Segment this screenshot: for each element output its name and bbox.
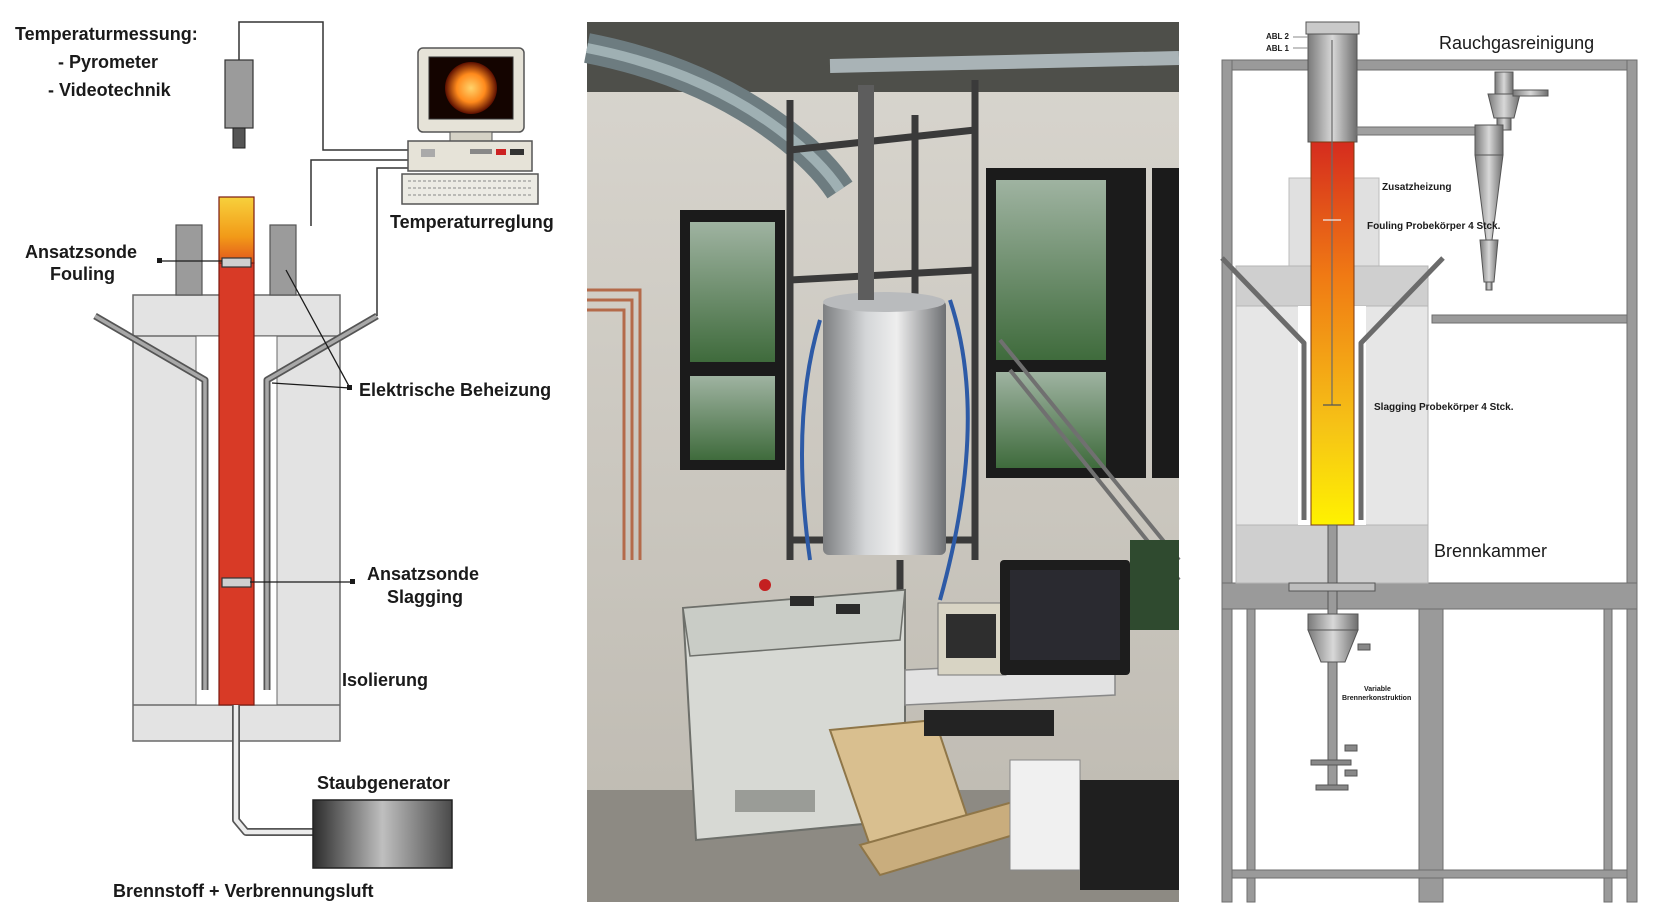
furnace-tube (218, 262, 255, 706)
emergency-stop (759, 579, 771, 591)
computer (401, 47, 539, 205)
flame-top (218, 196, 255, 264)
fouling-specimens-label: Fouling Probekörper 4 Stck. (1367, 221, 1501, 232)
burner-label-2: Brennerkonstruktion (1342, 695, 1411, 702)
dust-generator (312, 799, 453, 869)
slagging-probe-label-2: Slagging (387, 587, 463, 607)
electric-heating-label: Elektrische Beheizung (359, 380, 551, 400)
left-diagram: Temperaturmessung: - Pyrometer - Videote… (15, 21, 554, 901)
right-diagram: Rauchgasreinigung ABL 2 ABL 1 Zusatzheiz… (1220, 21, 1638, 903)
cyclone-small (1474, 124, 1504, 291)
combustion-chamber-label: Brennkammer (1434, 541, 1547, 561)
sleeve-right (269, 224, 297, 296)
insulation-label: Isolierung (342, 670, 428, 690)
pyrometer (224, 59, 254, 129)
fouling-probe-label-1: Ansatzsonde (25, 242, 137, 262)
pyrometer-lens (232, 127, 246, 149)
abl2-label: ABL 2 (1266, 32, 1290, 41)
reactor-top-tube (858, 85, 874, 300)
control-wire-left (310, 159, 412, 226)
slagging-probe (221, 577, 252, 588)
fouling-probe (221, 257, 252, 268)
pc-tower (1009, 759, 1081, 871)
reactor-vessel (823, 300, 946, 555)
burner-label-1: Variable (1364, 686, 1391, 693)
additional-heating-label: Zusatzheizung (1382, 182, 1451, 193)
abl1-label: ABL 1 (1266, 44, 1290, 53)
right-heating-rod-right (1358, 256, 1445, 520)
temperature-control-label: Temperaturreglung (390, 212, 554, 232)
control-wire-right (376, 167, 412, 316)
measurement-item-pyrometer: - Pyrometer (58, 52, 158, 72)
ceiling-pipe (829, 51, 1180, 73)
dust-generator-label: Staubgenerator (317, 773, 450, 793)
lab-photo (584, 22, 1181, 902)
burner-cone (1307, 629, 1359, 663)
keyboard-photo (924, 710, 1054, 736)
slagging-probe-label-1: Ansatzsonde (367, 564, 479, 584)
slagging-specimens-label: Slagging Probekörper 4 Stck. (1374, 402, 1514, 413)
keyboard (401, 173, 539, 205)
flame-view (445, 62, 497, 114)
right-heating-rod-left (1220, 256, 1307, 520)
pyrometer-wire (238, 21, 412, 151)
exhaust-pipe (1356, 126, 1476, 136)
sleeve-left (175, 224, 203, 296)
flue-gas-cleaning-label: Rauchgasreinigung (1439, 33, 1594, 53)
measurement-item-video: - Videotechnik (48, 80, 172, 100)
fuel-air-label: Brennstoff + Verbrennungsluft (113, 881, 374, 901)
cyclone-large (1487, 71, 1549, 131)
fouling-probe-label-2: Fouling (50, 264, 115, 284)
burner-head (1307, 613, 1359, 631)
measurement-title: Temperaturmessung: (15, 24, 198, 44)
support-frame (1221, 59, 1638, 903)
